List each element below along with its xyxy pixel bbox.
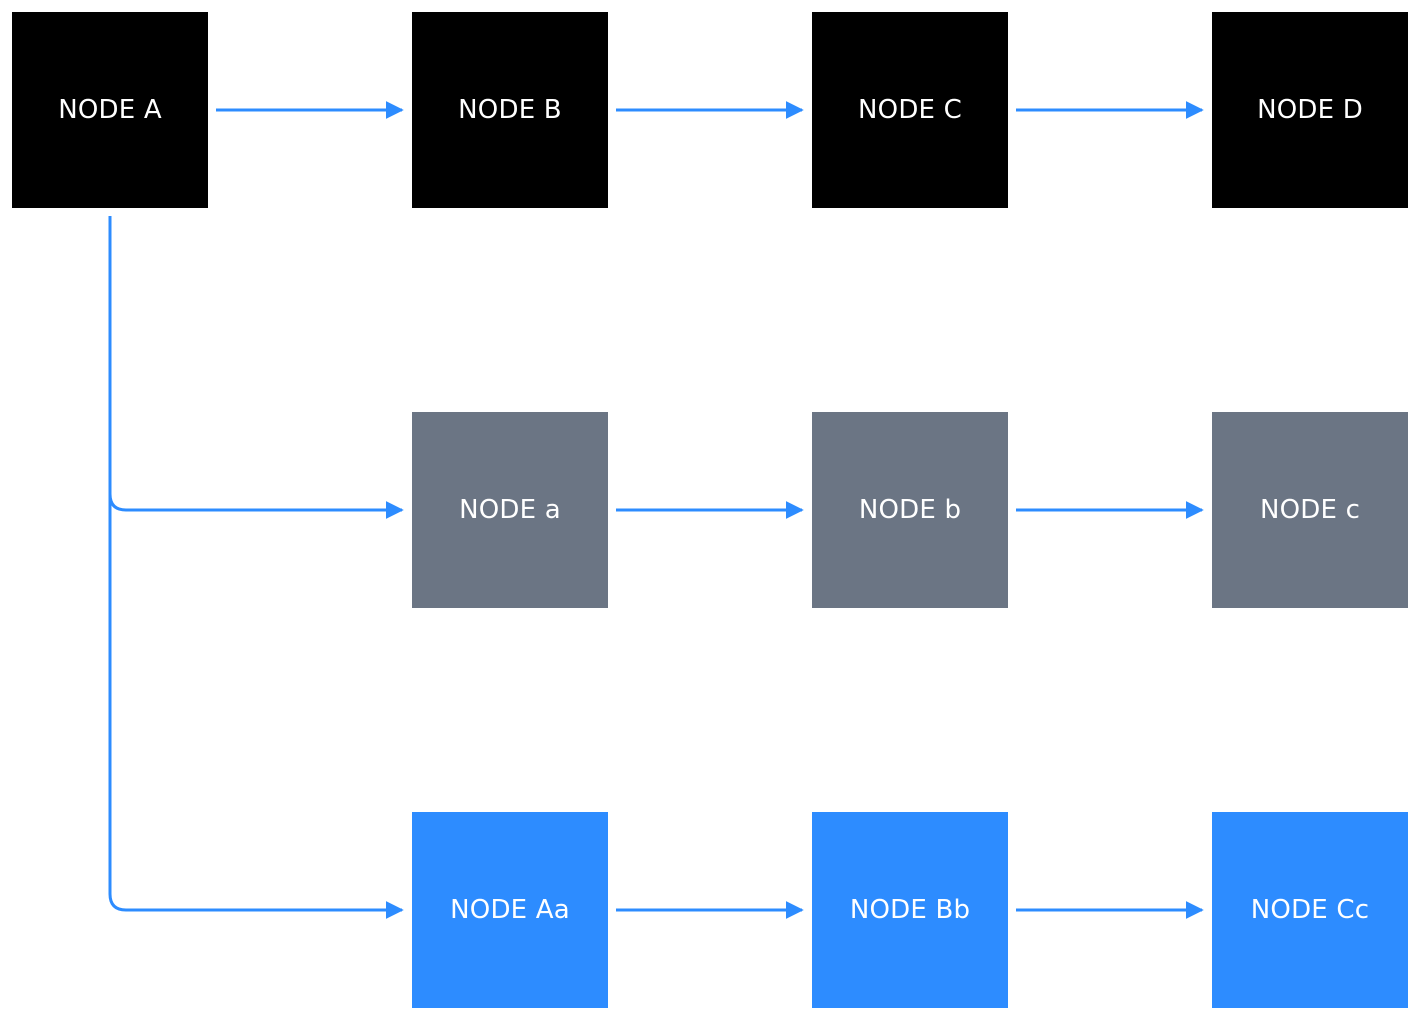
node-lower-c[interactable]: NODE c (1212, 412, 1408, 608)
node-aa[interactable]: NODE Aa (412, 812, 608, 1008)
node-c[interactable]: NODE C (812, 12, 1008, 208)
node-d-label: NODE D (1257, 95, 1363, 125)
node-cc-label: NODE Cc (1250, 895, 1370, 925)
node-bb-label: NODE Bb (849, 895, 971, 925)
node-lower-b-label: NODE b (858, 495, 962, 525)
node-b-label: NODE B (458, 95, 562, 125)
node-aa-label: NODE Aa (450, 895, 570, 925)
node-bb[interactable]: NODE Bb (812, 812, 1008, 1008)
node-b[interactable]: NODE B (412, 12, 608, 208)
node-d[interactable]: NODE D (1212, 12, 1408, 208)
node-lower-a[interactable]: NODE a (412, 412, 608, 608)
node-cc[interactable]: NODE Cc (1212, 812, 1408, 1008)
node-lower-b[interactable]: NODE b (812, 412, 1008, 608)
node-a-label: NODE A (58, 95, 162, 125)
node-lower-a-label: NODE a (459, 495, 561, 525)
node-a[interactable]: NODE A (12, 12, 208, 208)
edge-a-to-aa (108, 216, 404, 919)
edge-a-to-lower-a (108, 216, 404, 519)
node-c-label: NODE C (858, 95, 962, 125)
node-lower-c-label: NODE c (1259, 495, 1361, 525)
